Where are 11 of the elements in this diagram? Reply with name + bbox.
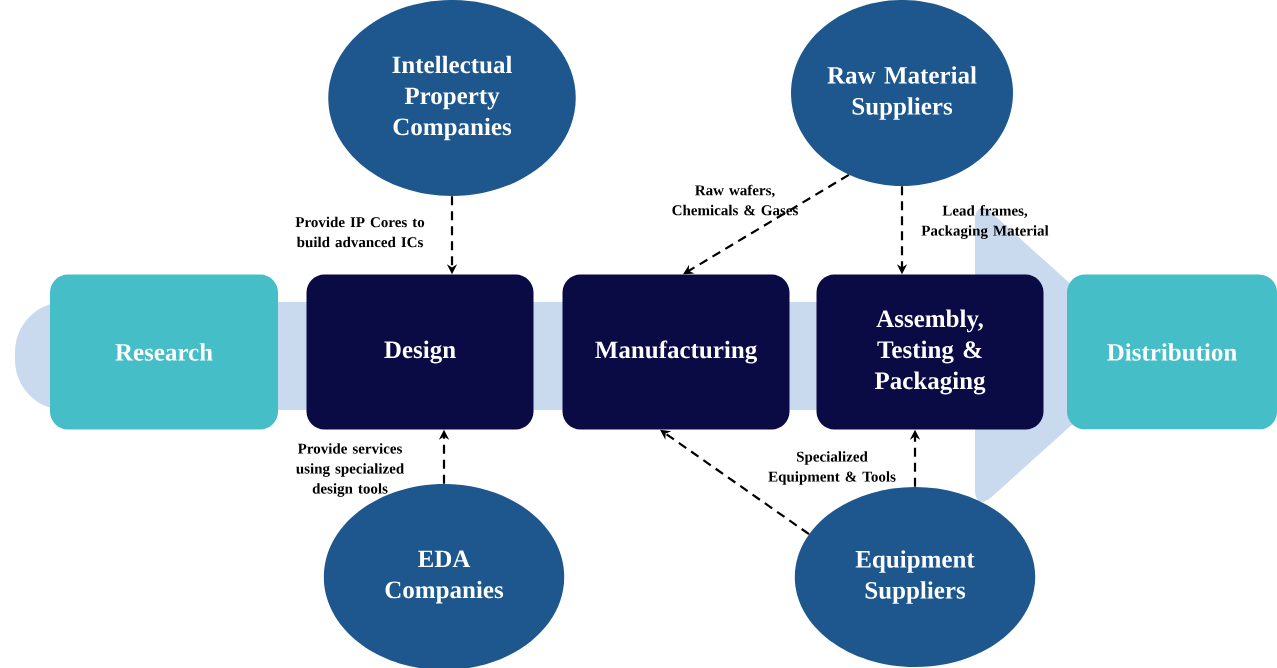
stage-box: Design [306,274,534,430]
edge-label: Specialized Equipment & Tools [768,451,896,485]
stage-box: Distribution [1067,274,1277,430]
stage-box: Assembly, Testing & Packaging [816,274,1044,430]
stage-box: Research [50,274,278,430]
arrow [660,429,810,536]
edge-label: Provide IP Cores to build advanced ICs [295,216,425,248]
edge-label: Raw wafers, Chemicals & Gases [672,184,798,216]
stage-box: Manufacturing [562,274,790,430]
arrow [683,173,850,275]
edge-label: Lead frames, Packaging Material [921,205,1049,239]
